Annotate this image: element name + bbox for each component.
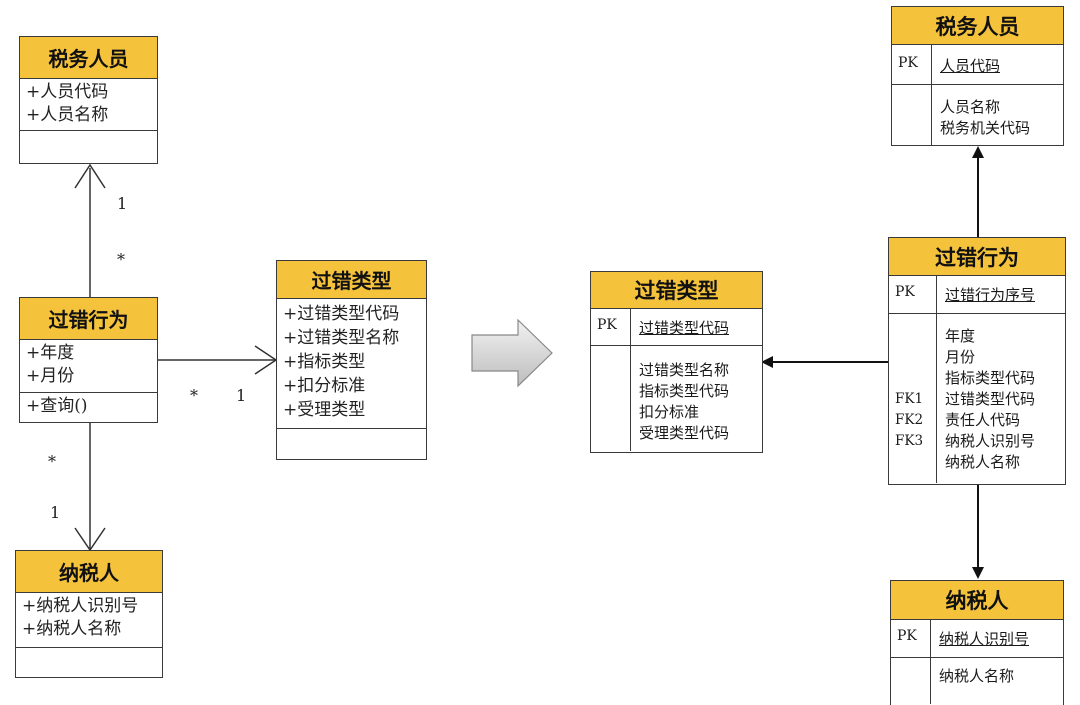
uml-class-taxpayer-attrs: +纳税人识别号 +纳税人名称 <box>16 593 162 648</box>
uml-class-behavior: 过错行为 +年度 +月份 +查询() <box>19 297 158 423</box>
db-table-staff-fields: 人员名称 税务机关代码 <box>892 85 1063 145</box>
field: 扣分标准 <box>639 403 700 421</box>
field: 责任人代码 <box>945 411 1021 429</box>
field: 税务机关代码 <box>940 119 1031 137</box>
uml-class-staff-ops <box>20 131 157 162</box>
attr: +纳税人识别号 <box>22 596 139 616</box>
fk-label <box>895 326 936 347</box>
uml-class-taxpayer-ops <box>16 648 162 676</box>
mult-err-left: * <box>190 386 198 405</box>
attr: +扣分标准 <box>283 376 366 396</box>
fk-label <box>895 452 936 473</box>
field: 人员名称 <box>940 98 1001 116</box>
operation: +查询() <box>26 396 88 416</box>
pk-label: PK <box>591 309 631 345</box>
attr: +受理类型 <box>283 400 366 420</box>
pk-label: PK <box>891 620 931 657</box>
uml-class-staff-attrs: +人员代码 +人员名称 <box>20 79 157 131</box>
db-table-behavior-pk-row: PK 过错行为序号 <box>889 276 1065 314</box>
db-table-behavior-fields: FK1 FK2 FK3 年度 月份 指标类型代码 过错类型代码 责任人代码 纳税… <box>889 314 1065 483</box>
field-list: 年度 月份 指标类型代码 过错类型代码 责任人代码 纳税人识别号 纳税人名称 <box>937 314 1065 483</box>
pk-field: 纳税人识别号 <box>939 630 1030 648</box>
attr: +指标类型 <box>283 352 366 372</box>
mult-staff-top: 1 <box>117 194 128 213</box>
field: 月份 <box>945 348 976 366</box>
uml-class-behavior-ops: +查询() <box>20 393 157 422</box>
pk-field: 过错行为序号 <box>945 286 1036 304</box>
uml-class-errtype-ops <box>277 429 426 458</box>
open-arrowhead-staff <box>74 163 106 189</box>
fk-label <box>895 347 936 368</box>
field-list: 人员名称 税务机关代码 <box>932 85 1063 145</box>
db-table-errtype-title: 过错类型 <box>591 272 762 309</box>
field: 年度 <box>945 327 976 345</box>
key-column <box>891 658 931 704</box>
field: 指标类型代码 <box>945 369 1036 387</box>
uml-class-errtype: 过错类型 +过错类型代码 +过错类型名称 +指标类型 +扣分标准 +受理类型 <box>276 260 427 460</box>
db-table-taxpayer-pk-row: PK 纳税人识别号 <box>891 620 1063 658</box>
db-table-errtype: 过错类型 PK 过错类型代码 过错类型名称 指标类型代码 扣分标准 受理类型代码 <box>590 271 763 453</box>
field: 过错类型代码 <box>945 390 1036 408</box>
pk-field: 人员代码 <box>940 57 1001 75</box>
field: 纳税人名称 <box>945 453 1021 471</box>
db-table-staff-title: 税务人员 <box>892 7 1063 45</box>
attr: +过错类型代码 <box>283 304 400 324</box>
mult-err-right: 1 <box>236 386 247 405</box>
db-table-taxpayer-title: 纳税人 <box>891 581 1063 620</box>
key-column <box>892 85 932 145</box>
pk-label: PK <box>892 45 932 84</box>
field: 纳税人名称 <box>939 667 1015 685</box>
uml-class-staff: 税务人员 +人员代码 +人员名称 <box>19 36 158 164</box>
db-table-staff: 税务人员 PK 人员代码 人员名称 税务机关代码 <box>891 6 1064 146</box>
pk-field: 过错类型代码 <box>639 319 730 337</box>
db-table-behavior: 过错行为 PK 过错行为序号 FK1 FK2 FK3 年度 月份 指标类型代码 … <box>888 237 1066 485</box>
attr: +人员名称 <box>26 105 109 125</box>
db-table-taxpayer: 纳税人 PK 纳税人识别号 纳税人名称 <box>890 580 1064 705</box>
attr: +月份 <box>26 366 75 386</box>
field: 受理类型代码 <box>639 424 730 442</box>
uml-class-staff-title: 税务人员 <box>20 37 157 79</box>
db-table-errtype-fields: 过错类型名称 指标类型代码 扣分标准 受理类型代码 <box>591 346 762 451</box>
field: 过错类型名称 <box>639 361 730 379</box>
fk-label: FK3 <box>895 433 924 449</box>
mult-tax-bottom: 1 <box>50 503 61 522</box>
attr: +过错类型名称 <box>283 328 400 348</box>
uml-class-errtype-attrs: +过错类型代码 +过错类型名称 +指标类型 +扣分标准 +受理类型 <box>277 299 426 429</box>
field-list: 纳税人名称 <box>931 658 1063 704</box>
field: 纳税人识别号 <box>945 432 1036 450</box>
db-table-behavior-title: 过错行为 <box>889 238 1065 276</box>
uml-class-behavior-title: 过错行为 <box>20 298 157 340</box>
attr: +年度 <box>26 343 75 363</box>
fk-label <box>895 368 936 389</box>
mult-staff-bottom: * <box>117 250 125 269</box>
transform-arrow <box>471 318 553 388</box>
uml-class-behavior-attrs: +年度 +月份 <box>20 340 157 393</box>
key-column: FK1 FK2 FK3 <box>889 314 937 483</box>
attr: +纳税人名称 <box>22 619 122 639</box>
uml-class-taxpayer: 纳税人 +纳税人识别号 +纳税人名称 <box>15 550 163 678</box>
field: 指标类型代码 <box>639 382 730 400</box>
pk-label: PK <box>889 276 937 313</box>
field-list: 过错类型名称 指标类型代码 扣分标准 受理类型代码 <box>631 346 762 451</box>
uml-class-taxpayer-title: 纳税人 <box>16 551 162 593</box>
uml-class-errtype-title: 过错类型 <box>277 261 426 299</box>
fk-label: FK1 <box>895 391 924 407</box>
db-table-staff-pk-row: PK 人员代码 <box>892 45 1063 85</box>
db-table-taxpayer-fields: 纳税人名称 <box>891 658 1063 704</box>
db-table-errtype-pk-row: PK 过错类型代码 <box>591 309 762 346</box>
mult-tax-top: * <box>48 452 56 471</box>
fk-label: FK2 <box>895 412 924 428</box>
key-column <box>591 346 631 451</box>
attr: +人员代码 <box>26 82 109 102</box>
